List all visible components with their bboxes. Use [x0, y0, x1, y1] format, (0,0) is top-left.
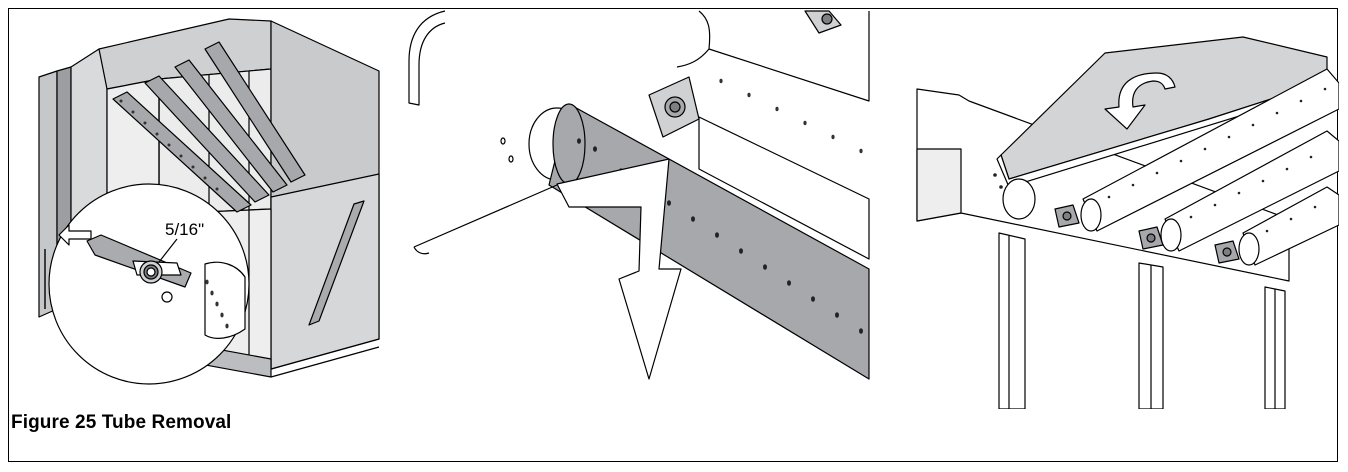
panel-tube-pull [408, 10, 870, 380]
rotate-arrow [1104, 72, 1176, 130]
panel-cabinet-overview [38, 18, 380, 385]
figure-frame: 5/16" [8, 8, 1339, 462]
pull-arrow [556, 158, 682, 380]
panel-tube-rotate [916, 36, 1339, 409]
callout-bracket-detail [44, 224, 246, 339]
figure-caption: Figure 25 Tube Removal [11, 412, 232, 433]
dimension-label: 5/16" [165, 220, 204, 239]
figure-illustration: 5/16" [38, 10, 1339, 409]
